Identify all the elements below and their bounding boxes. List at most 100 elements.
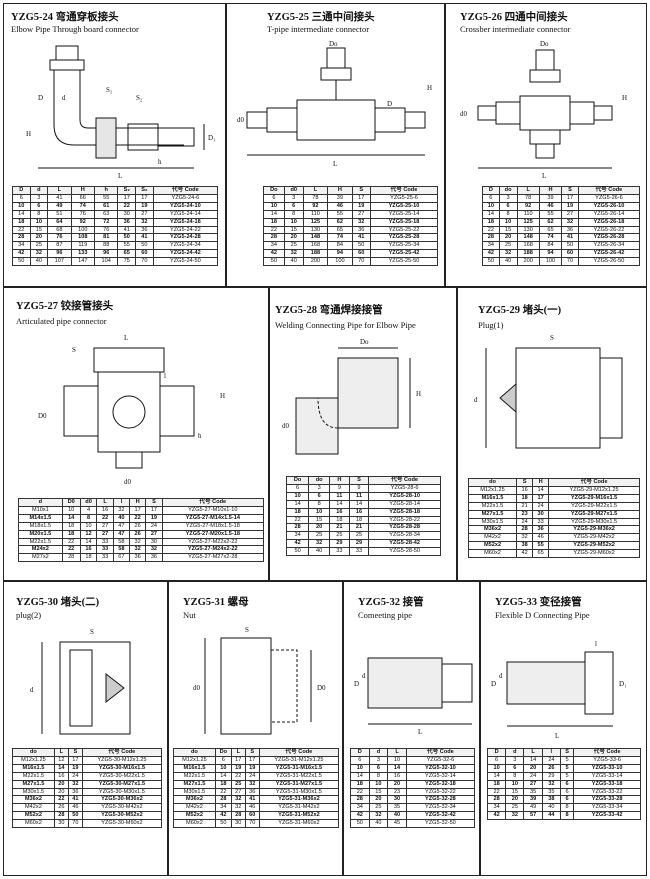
- table-cell: YZG5-25-22: [369, 225, 439, 235]
- table-cell: 33: [96, 537, 114, 547]
- column-header: S: [351, 186, 371, 195]
- table-cell: YZG5-24-6: [152, 193, 219, 203]
- table-cell: 25: [29, 241, 49, 251]
- table-cell: 8: [559, 811, 575, 821]
- table-cell: YZG5-30-M52x2: [81, 811, 163, 821]
- table-cell: 22: [230, 771, 246, 781]
- label-S: S: [90, 628, 94, 636]
- table-cell: 84: [327, 241, 353, 251]
- table-cell: 17: [351, 193, 371, 203]
- table-cell: 55: [532, 541, 550, 551]
- label-d0: d0: [460, 110, 468, 118]
- table-cell: 16: [96, 505, 114, 515]
- table-cell: YZG5-25-10: [369, 201, 439, 211]
- table-cell: 3: [368, 755, 389, 765]
- table-cell: 21: [516, 501, 534, 511]
- table-cell: 15: [283, 225, 304, 235]
- table-cell: 119: [70, 241, 96, 251]
- table-cell: 76: [93, 225, 119, 235]
- table-cell: YZG5-32-34: [405, 803, 476, 813]
- table-cell: 22: [350, 787, 370, 797]
- section-title: YZG5-33 变径接管: [495, 597, 582, 608]
- table-cell: 100: [327, 257, 353, 267]
- table-cell: 41: [135, 233, 154, 243]
- table-cell: 18: [350, 779, 370, 789]
- table-cell: 32: [283, 249, 304, 259]
- nut-drawing: S d0 D0: [193, 626, 326, 735]
- column-header: L: [523, 748, 543, 757]
- column-header: L: [47, 186, 72, 195]
- connecting-pipe-drawing: D d L: [354, 657, 473, 736]
- table-cell: 42: [263, 249, 285, 259]
- table-cell: 14: [53, 763, 69, 773]
- table-cell: M16x1.5: [173, 763, 216, 773]
- table-cell: YZG5-24-22: [152, 225, 219, 235]
- table-cell: 3: [283, 193, 304, 203]
- column-header: D: [482, 186, 500, 195]
- table-cell: YZG5-30-M42x2: [81, 803, 163, 813]
- table-cell: M27x1.5: [12, 779, 55, 789]
- table-cell: 29: [329, 539, 350, 549]
- table-cell: 14: [61, 513, 81, 523]
- table-cell: 32: [505, 811, 525, 821]
- table-cell: YZG5-32-18: [405, 779, 476, 789]
- table-cell: 14: [79, 537, 98, 547]
- table-cell: 14: [263, 209, 285, 219]
- table-cell: 19: [561, 201, 579, 211]
- table-cell: 8: [368, 771, 389, 781]
- column-header: d: [29, 186, 49, 195]
- table-cell: 3: [498, 193, 518, 203]
- table-cell: YZG5-33-28: [573, 795, 641, 805]
- table-cell: 108: [70, 233, 96, 243]
- table-cell: YZG5-25-34: [369, 241, 439, 251]
- table-cell: 28: [285, 523, 310, 533]
- table-cell: YZG5-31-M16x1.5: [258, 763, 340, 773]
- table-cell: 8: [79, 513, 98, 523]
- label-s1: S₁: [106, 86, 112, 94]
- column-header: L: [387, 748, 407, 757]
- section-title: YZG5-25 三通中间接头: [267, 12, 375, 23]
- table-cell: 49: [47, 201, 72, 211]
- column-header: D: [350, 748, 370, 757]
- column-header: H: [70, 186, 96, 195]
- table-cell: YZG5-26-10: [577, 201, 641, 211]
- table-cell: 34: [486, 803, 507, 813]
- table-cell: 22: [117, 201, 136, 211]
- table-cell: YZG5-27-M24x2-22: [161, 545, 265, 555]
- table-cell: 8: [559, 803, 575, 813]
- table-cell: 67: [112, 553, 131, 563]
- table-cell: 32: [308, 539, 331, 549]
- table-cell: M12x1.25: [467, 485, 518, 495]
- table-cell: 50: [67, 811, 83, 821]
- label-Do: Do: [540, 40, 549, 48]
- table-cell: 147: [70, 257, 96, 267]
- table-cell: 47: [112, 521, 131, 531]
- table-cell: 200: [302, 257, 329, 267]
- table-cell: 33: [348, 547, 370, 557]
- table-cell: 18: [263, 217, 285, 227]
- table-cell: M30x1.5: [467, 517, 518, 527]
- table-cell: YZG5-28-22: [368, 515, 441, 525]
- table-cell: 70: [561, 257, 579, 267]
- table-cell: 30: [53, 819, 69, 829]
- table-cell: 94: [538, 249, 563, 259]
- section-title: YZG5-26 四通中间接头: [460, 12, 568, 23]
